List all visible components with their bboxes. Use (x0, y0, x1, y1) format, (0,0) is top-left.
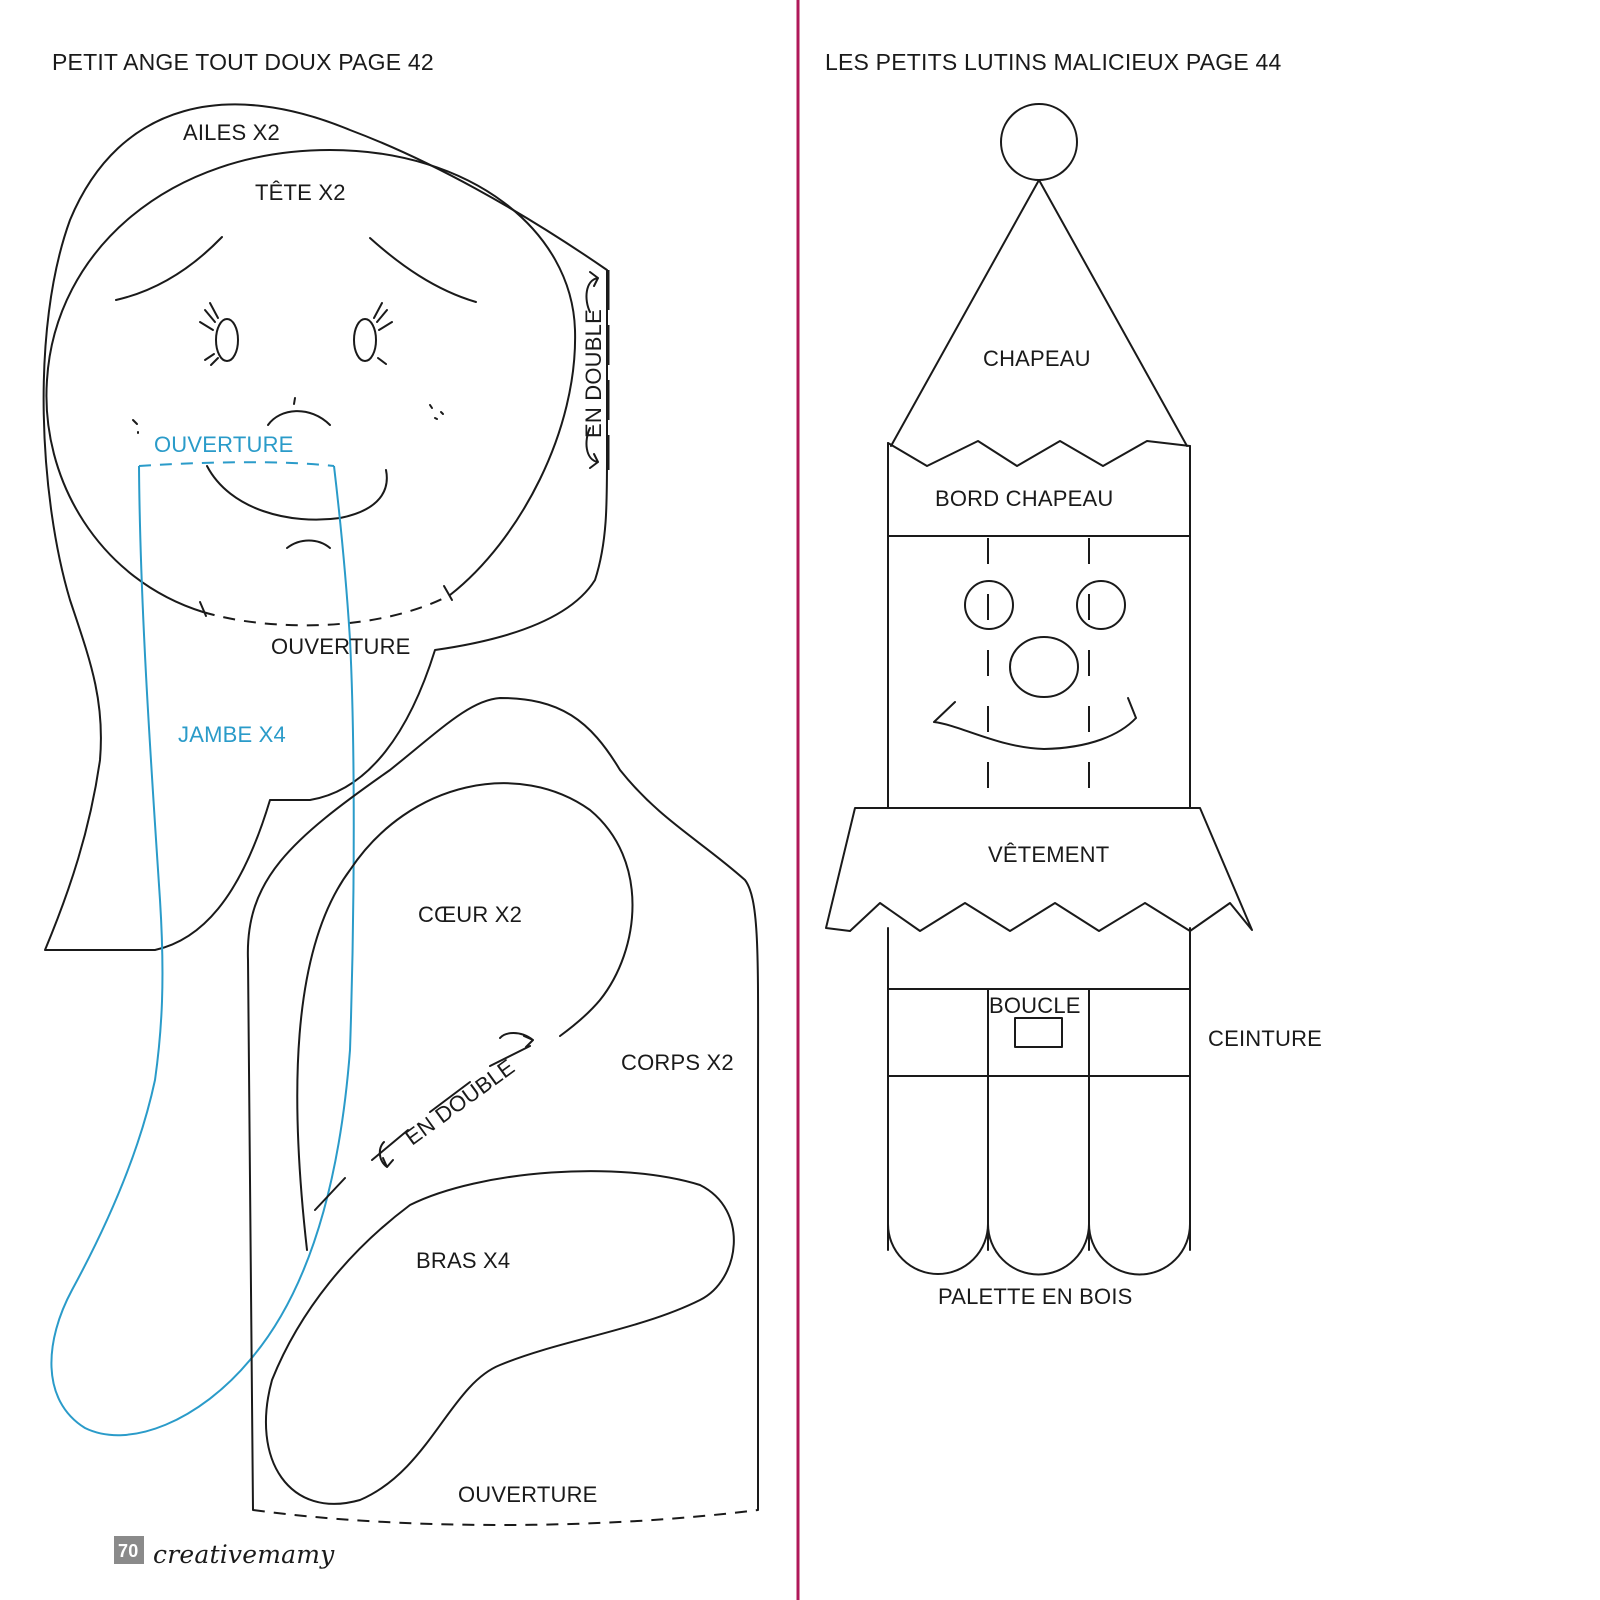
pompom (1000, 103, 1078, 181)
elf-eye-left (964, 580, 1014, 630)
head-opening-seam (202, 594, 451, 627)
left-title: PETIT ANGE TOUT DOUX PAGE 42 (52, 49, 434, 75)
heart-outline (296, 782, 634, 1251)
label-coeur: CŒUR X2 (418, 902, 522, 927)
face-rect (887, 535, 1191, 809)
head-outline (45, 149, 577, 613)
en-double-label-heart: EN DOUBLE (400, 1054, 519, 1150)
label-bras: BRAS X4 (416, 1248, 510, 1273)
eyelashes-left (199, 302, 219, 366)
chin (286, 539, 331, 549)
right-title: LES PETITS LUTINS MALICIEUX PAGE 44 (825, 49, 1282, 75)
label-vetement: VÊTEMENT (988, 842, 1109, 867)
head-opening-mark-right (443, 585, 453, 601)
wings-outline (42, 103, 609, 951)
body-outline (246, 697, 760, 1511)
label-corps: CORPS X2 (621, 1050, 734, 1075)
elf-mouth (933, 697, 1137, 750)
label-palette: PALETTE EN BOIS (938, 1284, 1133, 1309)
mouth (206, 465, 388, 521)
label-boucle: BOUCLE (989, 993, 1081, 1018)
label-ceinture: CEINTURE (1208, 1026, 1322, 1051)
elf-nose (1009, 636, 1079, 698)
label-jambe: JAMBE X4 (178, 722, 286, 747)
nose (267, 397, 331, 426)
hair-right (369, 237, 477, 303)
body-opening-seam (252, 1509, 759, 1526)
cheek-left (132, 419, 139, 434)
label-ouverture-tete: OUVERTURE (271, 634, 411, 659)
label-ailes: AILES X2 (183, 120, 280, 145)
leg-opening-seam (138, 461, 335, 467)
palette-ends (887, 1223, 1191, 1276)
hat-brim (887, 442, 1191, 537)
fold-arrow-head (585, 271, 599, 469)
label-tete: TÊTE X2 (255, 180, 346, 205)
label-bord-chapeau: BORD CHAPEAU (935, 486, 1113, 511)
elf-eye-right (1076, 580, 1126, 630)
label-ouverture-corps: OUVERTURE (458, 1482, 598, 1507)
page-number: 70 (118, 1541, 138, 1561)
eye-left (215, 318, 239, 362)
clothes-outline (825, 807, 1253, 932)
label-ouverture-jambe: OUVERTURE (154, 432, 294, 457)
hat-zigzag (887, 440, 1191, 467)
label-chapeau: CHAPEAU (983, 346, 1091, 371)
lower-body (887, 927, 1191, 1251)
cheek-right (429, 404, 444, 420)
eye-right (353, 318, 377, 362)
hair-left (115, 236, 223, 301)
page-number-badge (114, 1536, 144, 1564)
buckle (1014, 1017, 1063, 1048)
fold-arrow-heart (378, 1032, 534, 1168)
brand-logo: creativemamy (153, 1540, 335, 1569)
head-opening-mark-left (199, 601, 207, 617)
leg-outline (50, 465, 355, 1437)
hat-outline (890, 179, 1188, 447)
fold-line-heart (314, 1045, 531, 1211)
eyelashes-right (373, 302, 393, 365)
arm-outline (264, 1170, 735, 1505)
en-double-label-head: EN DOUBLE (581, 309, 606, 438)
